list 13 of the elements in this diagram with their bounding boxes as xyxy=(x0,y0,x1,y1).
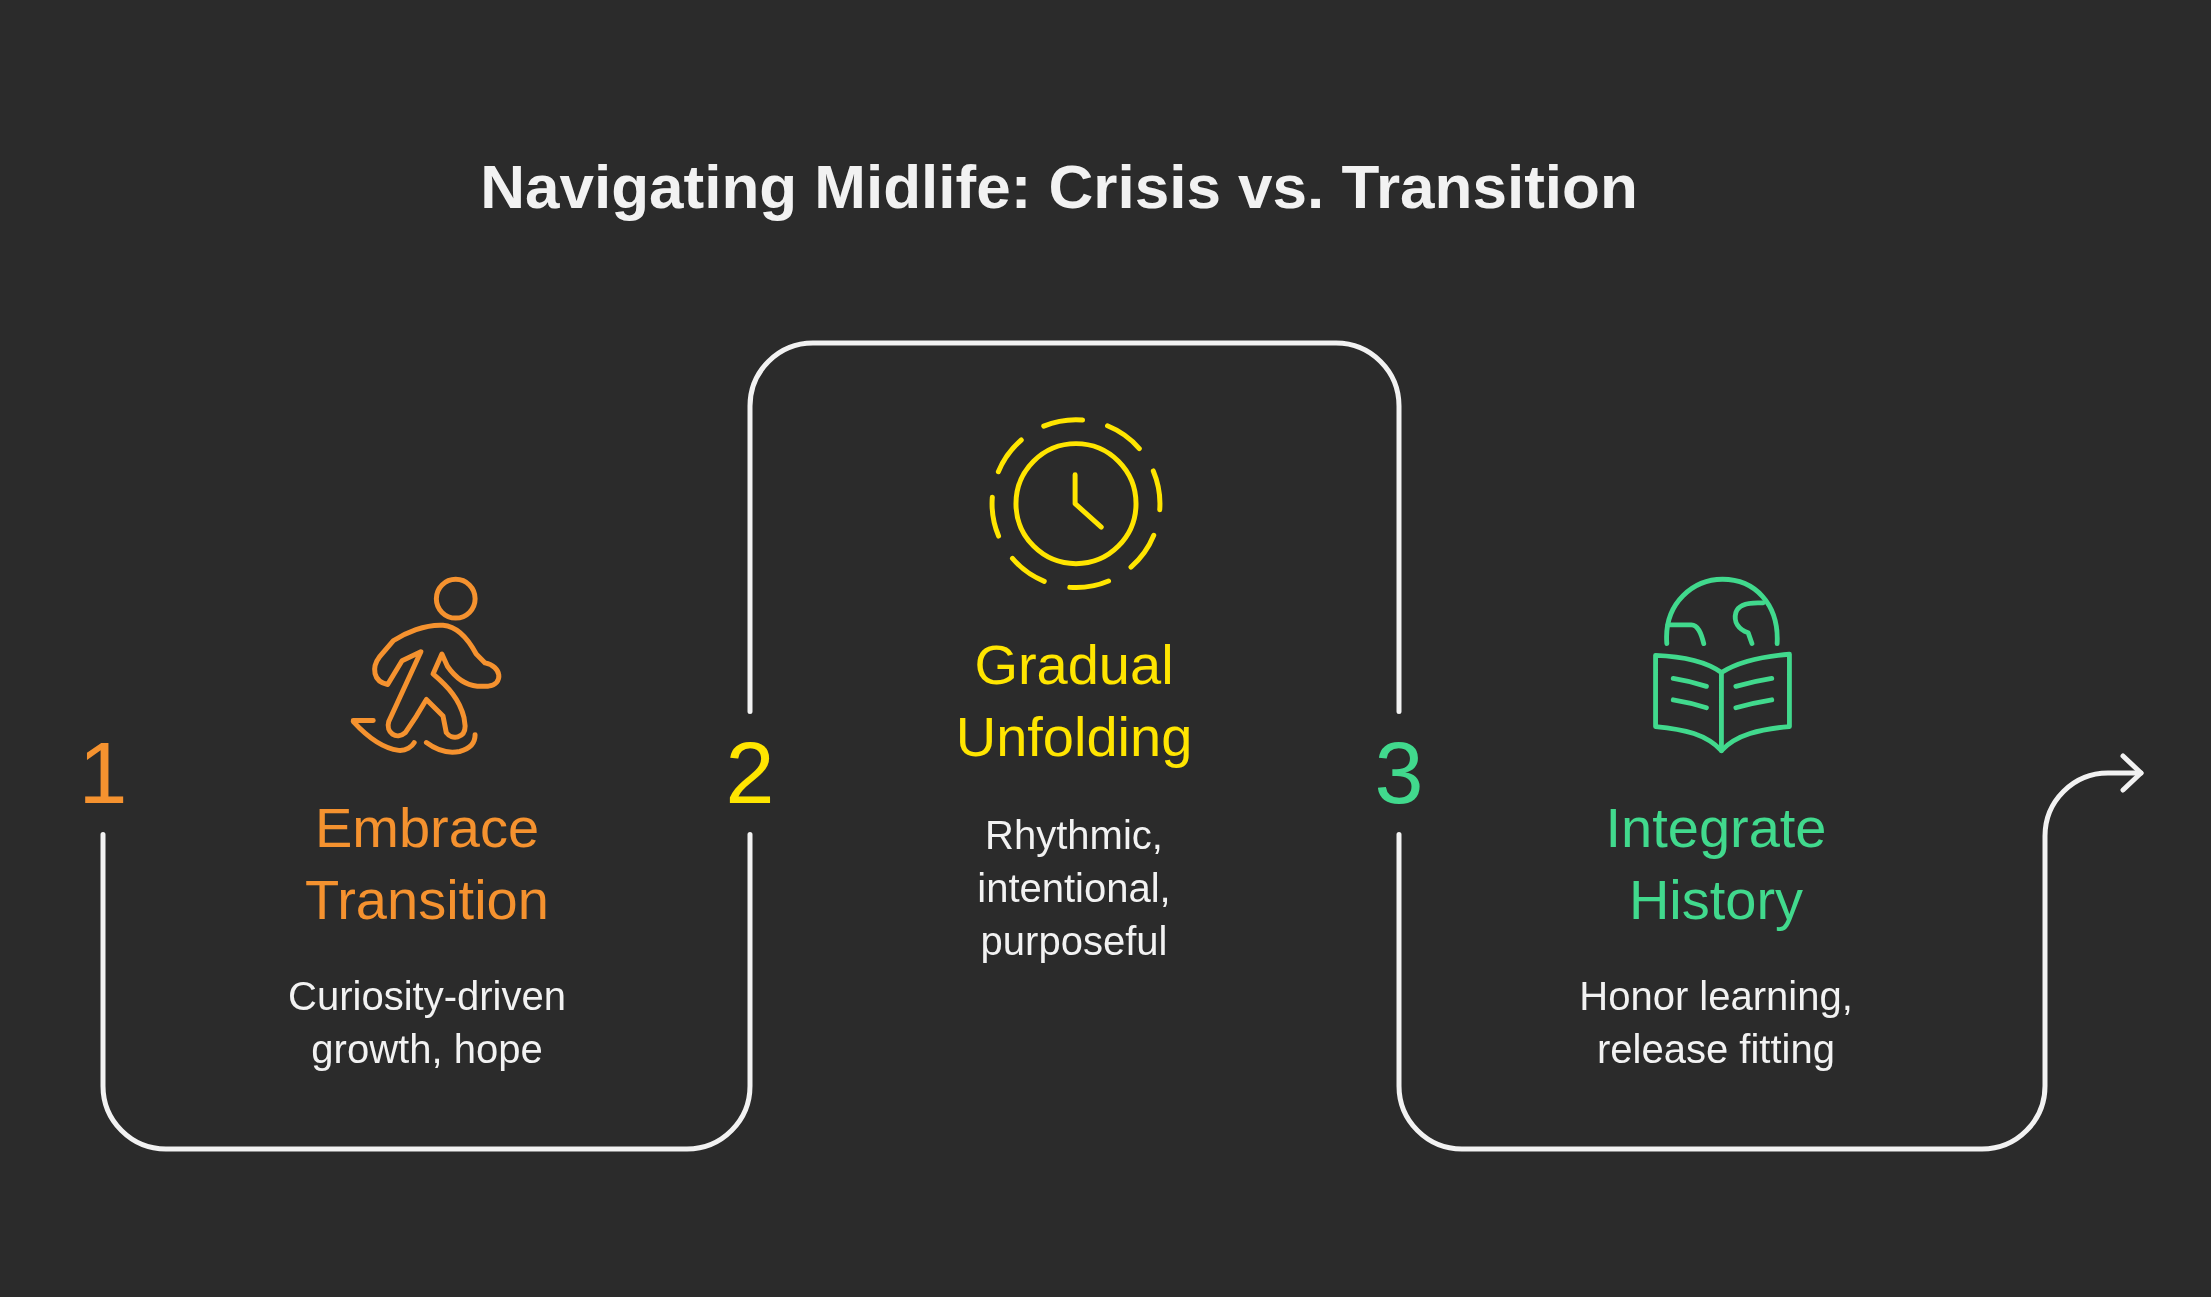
step-number: 2 xyxy=(725,711,775,835)
step-number: 1 xyxy=(78,711,128,835)
connector-line xyxy=(100,832,753,1152)
step-description: Curiosity-driven growth, hope xyxy=(287,973,567,1073)
diagram-title: Navigating Midlife: Crisis vs. Transition xyxy=(480,151,1638,223)
step-heading: Gradual Unfolding xyxy=(954,632,1194,770)
step-description: Rhythmic, intentional, purposeful xyxy=(976,812,1172,965)
step-heading: Integrate History xyxy=(1604,795,1828,933)
step-heading: Embrace Transition xyxy=(304,795,550,933)
arrow xyxy=(1396,753,2144,1152)
connector-line xyxy=(747,340,1402,714)
step-description: Honor learning, release fitting xyxy=(1578,973,1854,1073)
step-number: 3 xyxy=(1374,711,1424,835)
